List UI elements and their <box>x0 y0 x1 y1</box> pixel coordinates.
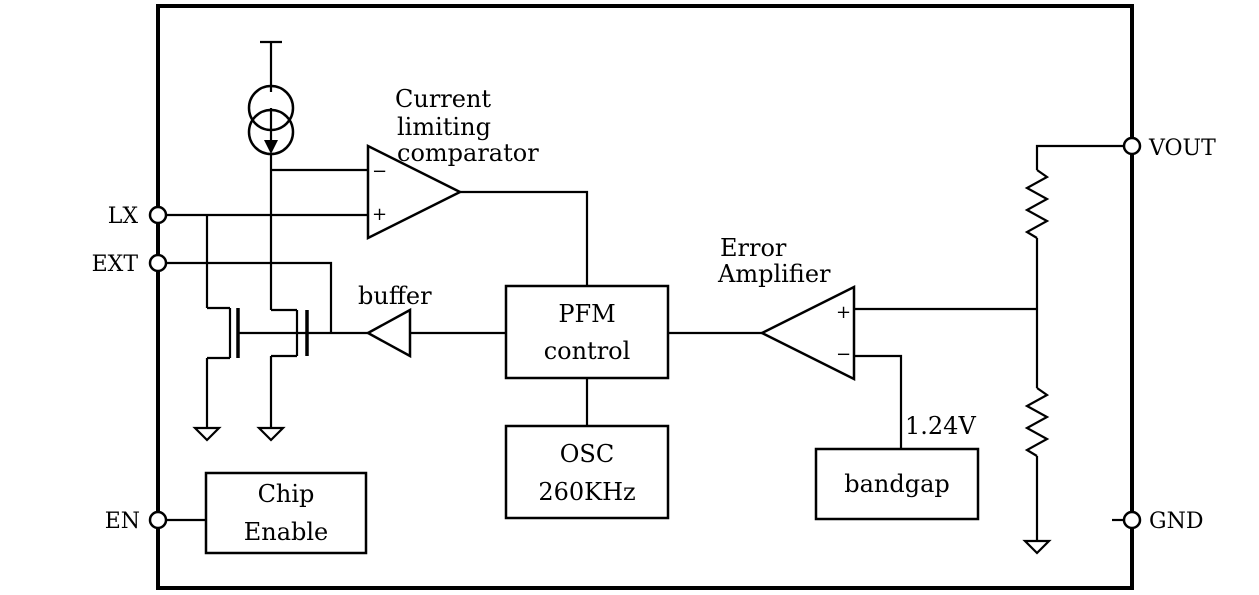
chip-outline <box>156 4 1134 590</box>
buffer-label: buffer <box>358 282 432 310</box>
current-limiting-comparator: − + <box>366 143 463 241</box>
error-amp-plus: + <box>836 302 851 323</box>
comparator-plus: + <box>372 204 387 225</box>
bandgap-reference-label: 1.24V <box>905 412 976 440</box>
lx-transistor <box>192 215 240 442</box>
error-amp-title-line1: Error <box>720 234 787 262</box>
current-source <box>247 40 295 310</box>
pin-en-label: EN <box>105 509 140 534</box>
pin-lx: LX <box>108 204 168 229</box>
pin-lx-label: LX <box>108 204 139 229</box>
comparator-minus: − <box>372 161 387 182</box>
error-amp-title-line2: Amplifier <box>717 260 831 288</box>
pin-gnd-label: GND <box>1149 509 1203 534</box>
pfm-line1: PFM <box>558 300 615 328</box>
pin-ext-label: EXT <box>92 252 139 277</box>
chip-enable-line2: Enable <box>244 518 329 546</box>
pin-gnd: GND <box>1112 509 1203 534</box>
comparator-title-line3: comparator <box>397 139 539 167</box>
pfm-line2: control <box>544 337 631 365</box>
osc-line2: 260KHz <box>538 478 635 506</box>
comparator-title-line2: limiting <box>397 113 491 141</box>
chip-enable-block: Chip Enable <box>204 471 368 555</box>
bandgap-label: bandgap <box>844 470 950 498</box>
pin-en: EN <box>105 509 168 534</box>
pfm-control-block: PFM control <box>504 284 670 380</box>
pin-vout-label: VOUT <box>1148 136 1216 161</box>
feedback-divider <box>1022 144 1124 555</box>
pin-vout: VOUT <box>1122 136 1216 161</box>
pin-ext: EXT <box>92 252 168 277</box>
error-amplifier: + − <box>759 284 856 382</box>
osc-block: OSC 260KHz <box>504 424 670 520</box>
osc-line1: OSC <box>560 440 614 468</box>
comparator-title-line1: Current <box>395 85 491 113</box>
chip-enable-line1: Chip <box>258 480 315 508</box>
ext-wiring <box>166 261 333 333</box>
buffer <box>365 307 506 359</box>
bandgap-block: bandgap <box>814 447 980 521</box>
error-amp-minus: − <box>836 344 851 365</box>
sense-transistor <box>256 308 309 442</box>
